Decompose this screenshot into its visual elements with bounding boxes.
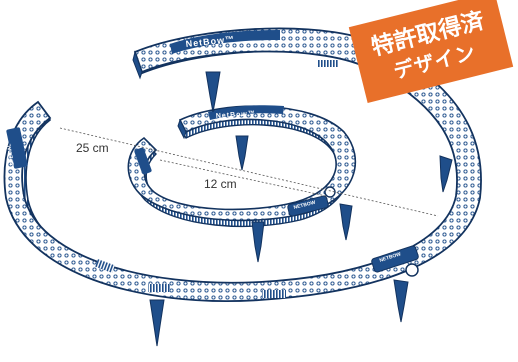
stake (251, 221, 265, 263)
inner-side-plate (134, 147, 152, 175)
stake (439, 155, 453, 193)
inner-ring-top (127, 105, 357, 222)
ground-stakes (149, 71, 453, 347)
inner-brand-plate: NetBow™ (208, 105, 284, 120)
inner-clip: NETBOW (287, 186, 336, 217)
outer-rib-mark (148, 284, 170, 292)
outer-rib-mark (318, 60, 338, 67)
outer-ring-top (3, 27, 482, 302)
outer-ring-end-cap (132, 50, 143, 80)
outer-rib-mark (95, 259, 115, 273)
dimension-outer: 25 cm (59, 127, 439, 217)
inner-clip-label: NETBOW (293, 200, 316, 211)
inner-ring-end-cap (177, 118, 187, 140)
outer-side-plate: SPECIAL (6, 127, 28, 169)
dimension-inner: 12 cm (159, 159, 327, 197)
stake (235, 135, 249, 171)
outer-side-label: SPECIAL (6, 143, 16, 165)
dimension-inner-label: 12 cm (204, 177, 237, 191)
stake (205, 71, 221, 113)
dimension-outer-label: 25 cm (76, 141, 109, 155)
inner-ring: NetBow™ NETBOW (127, 105, 357, 227)
stake (393, 279, 409, 323)
inner-brand-label: NetBow™ (216, 110, 256, 120)
outer-rib-mark (262, 290, 286, 298)
stake (149, 299, 165, 347)
stake (339, 203, 353, 241)
